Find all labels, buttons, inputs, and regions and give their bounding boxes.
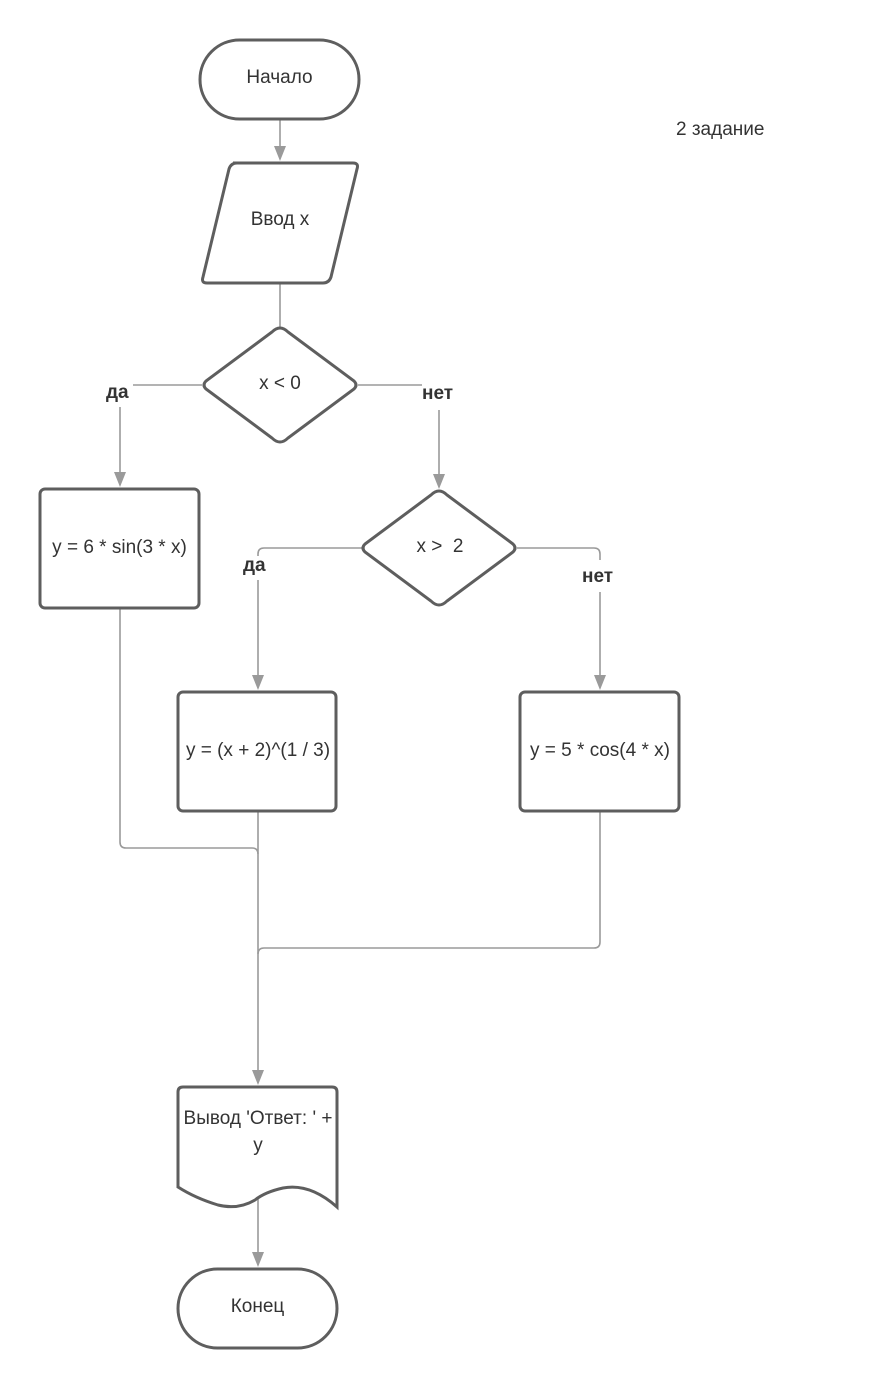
end-label: Конец bbox=[230, 1295, 285, 1317]
proc3-label: y = 5 * cos(4 * x) bbox=[530, 739, 670, 761]
start-terminator[interactable] bbox=[198, 38, 361, 121]
connector-cond2-yes bbox=[257, 547, 362, 556]
arrowhead bbox=[252, 675, 264, 690]
start-label: Начало bbox=[246, 66, 313, 88]
arrowhead bbox=[252, 1252, 264, 1267]
arrowhead bbox=[252, 1070, 264, 1085]
arrowhead bbox=[433, 474, 445, 489]
input-label: Ввод x bbox=[250, 208, 310, 230]
edge-label-cond1-yes: да bbox=[106, 382, 129, 403]
connector-proc3-merge bbox=[257, 812, 601, 955]
process-yes-box[interactable] bbox=[38, 487, 201, 610]
end-terminator[interactable] bbox=[176, 1267, 339, 1350]
arrowhead bbox=[114, 472, 126, 487]
decision-cond1[interactable] bbox=[202, 326, 358, 444]
process-cond2-no-box[interactable] bbox=[518, 690, 681, 813]
cond2-label: x > 2 bbox=[416, 535, 464, 557]
edge-label-cond2-yes: да bbox=[243, 555, 266, 576]
output-label: Вывод 'Ответ: ' + y bbox=[183, 1108, 333, 1156]
process-cond2-yes-box[interactable] bbox=[176, 690, 338, 813]
edge-label-cond1-no: нет bbox=[422, 383, 454, 404]
edge-label-cond2-no: нет bbox=[582, 566, 614, 587]
proc2-label: y = (x + 2)^(1 / 3) bbox=[185, 739, 331, 761]
output-document[interactable] bbox=[176, 1085, 339, 1211]
arrowhead bbox=[274, 146, 286, 161]
task-number-note: 2 задание bbox=[676, 119, 765, 140]
cond1-label: x < 0 bbox=[259, 372, 301, 394]
arrowhead bbox=[594, 675, 606, 690]
input-parallelogram[interactable] bbox=[201, 161, 359, 285]
proc1-label: y = 6 * sin(3 * x) bbox=[52, 536, 187, 558]
connectors bbox=[114, 120, 606, 1267]
decision-cond2[interactable] bbox=[361, 489, 517, 607]
connector-cond2-no bbox=[517, 547, 601, 560]
